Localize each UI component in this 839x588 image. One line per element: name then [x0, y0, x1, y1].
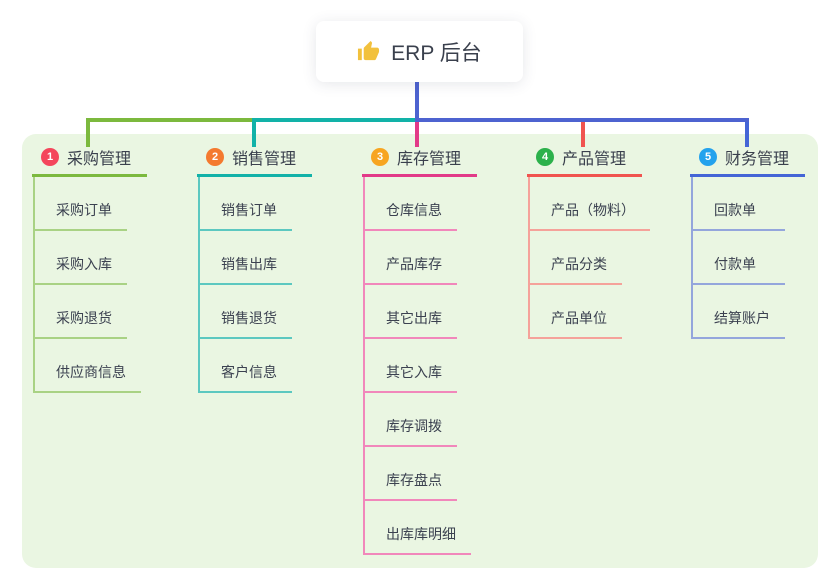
mindmap-node[interactable]: 付款单: [693, 231, 785, 285]
root-title: ERP 后台: [391, 41, 482, 65]
mindmap-node[interactable]: 产品单位: [530, 285, 622, 339]
mindmap-node[interactable]: 销售退货: [200, 285, 292, 339]
branch-purchase: 1 采购管理 采购订单 采购入库 采购退货 供应商信息: [32, 134, 148, 393]
connector-drop-finance: [745, 119, 749, 147]
branch-sales: 2 销售管理 销售订单 销售出库 销售退货 客户信息: [197, 134, 313, 393]
connector-drop-product: [581, 119, 585, 147]
branches-panel: [22, 134, 818, 568]
connector-bus-middle: [252, 118, 417, 122]
mindmap-node[interactable]: 库存调拨: [365, 393, 457, 447]
branch-number-badge: 4: [536, 148, 554, 166]
branch-label: 库存管理: [397, 151, 462, 168]
branch-product: 4 产品管理 产品（物料） 产品分类 产品单位: [527, 134, 650, 339]
branch-title-finance[interactable]: 5 财务管理: [690, 134, 806, 177]
branch-finance: 5 财务管理 回款单 付款单 结算账户: [690, 134, 806, 339]
branch-label: 产品管理: [562, 151, 627, 168]
mindmap-node[interactable]: 销售订单: [200, 177, 292, 231]
branch-title-sales[interactable]: 2 销售管理: [197, 134, 313, 177]
branch-label: 财务管理: [725, 151, 790, 168]
mindmap-node[interactable]: 回款单: [693, 177, 785, 231]
branch-number-badge: 1: [41, 148, 59, 166]
branch-title-purchase[interactable]: 1 采购管理: [32, 134, 148, 177]
branch-items: 产品（物料） 产品分类 产品单位: [528, 177, 650, 339]
connector-drop-purchase: [86, 119, 90, 147]
connector-bus-left: [86, 118, 254, 122]
branch-title-product[interactable]: 4 产品管理: [527, 134, 643, 177]
connector-drop-sales: [252, 119, 256, 147]
branch-items: 仓库信息 产品库存 其它出库 其它入库 库存调拨 库存盘点 出库库明细: [363, 177, 471, 555]
branch-items: 销售订单 销售出库 销售退货 客户信息: [198, 177, 292, 393]
mindmap-node[interactable]: 其它出库: [365, 285, 457, 339]
connector-drop-inventory: [415, 119, 419, 147]
mindmap-node[interactable]: 仓库信息: [365, 177, 457, 231]
thumbs-up-icon: [357, 40, 380, 63]
connector-stem: [415, 82, 419, 120]
mindmap-node[interactable]: 供应商信息: [35, 339, 141, 393]
mindmap-node[interactable]: 结算账户: [693, 285, 785, 339]
connector-bus-right: [415, 118, 749, 122]
branch-items: 回款单 付款单 结算账户: [691, 177, 785, 339]
mindmap-node[interactable]: 采购入库: [35, 231, 127, 285]
branch-number-badge: 3: [371, 148, 389, 166]
mindmap-node[interactable]: 产品库存: [365, 231, 457, 285]
branch-number-badge: 5: [699, 148, 717, 166]
branch-title-inventory[interactable]: 3 库存管理: [362, 134, 478, 177]
branch-number-badge: 2: [206, 148, 224, 166]
mindmap-node[interactable]: 产品分类: [530, 231, 622, 285]
branch-items: 采购订单 采购入库 采购退货 供应商信息: [33, 177, 141, 393]
mindmap-node[interactable]: 客户信息: [200, 339, 292, 393]
branch-label: 采购管理: [67, 151, 132, 168]
mindmap-node[interactable]: 采购退货: [35, 285, 127, 339]
mindmap-node[interactable]: 采购订单: [35, 177, 127, 231]
mindmap-node[interactable]: 销售出库: [200, 231, 292, 285]
mindmap-node[interactable]: 产品（物料）: [530, 177, 650, 231]
branch-label: 销售管理: [232, 151, 297, 168]
root-node[interactable]: ERP 后台: [316, 21, 523, 82]
mindmap-node[interactable]: 其它入库: [365, 339, 457, 393]
branch-inventory: 3 库存管理 仓库信息 产品库存 其它出库 其它入库 库存调拨 库存盘点 出库库…: [362, 134, 478, 555]
mindmap-node[interactable]: 库存盘点: [365, 447, 457, 501]
mindmap-node[interactable]: 出库库明细: [365, 501, 471, 555]
